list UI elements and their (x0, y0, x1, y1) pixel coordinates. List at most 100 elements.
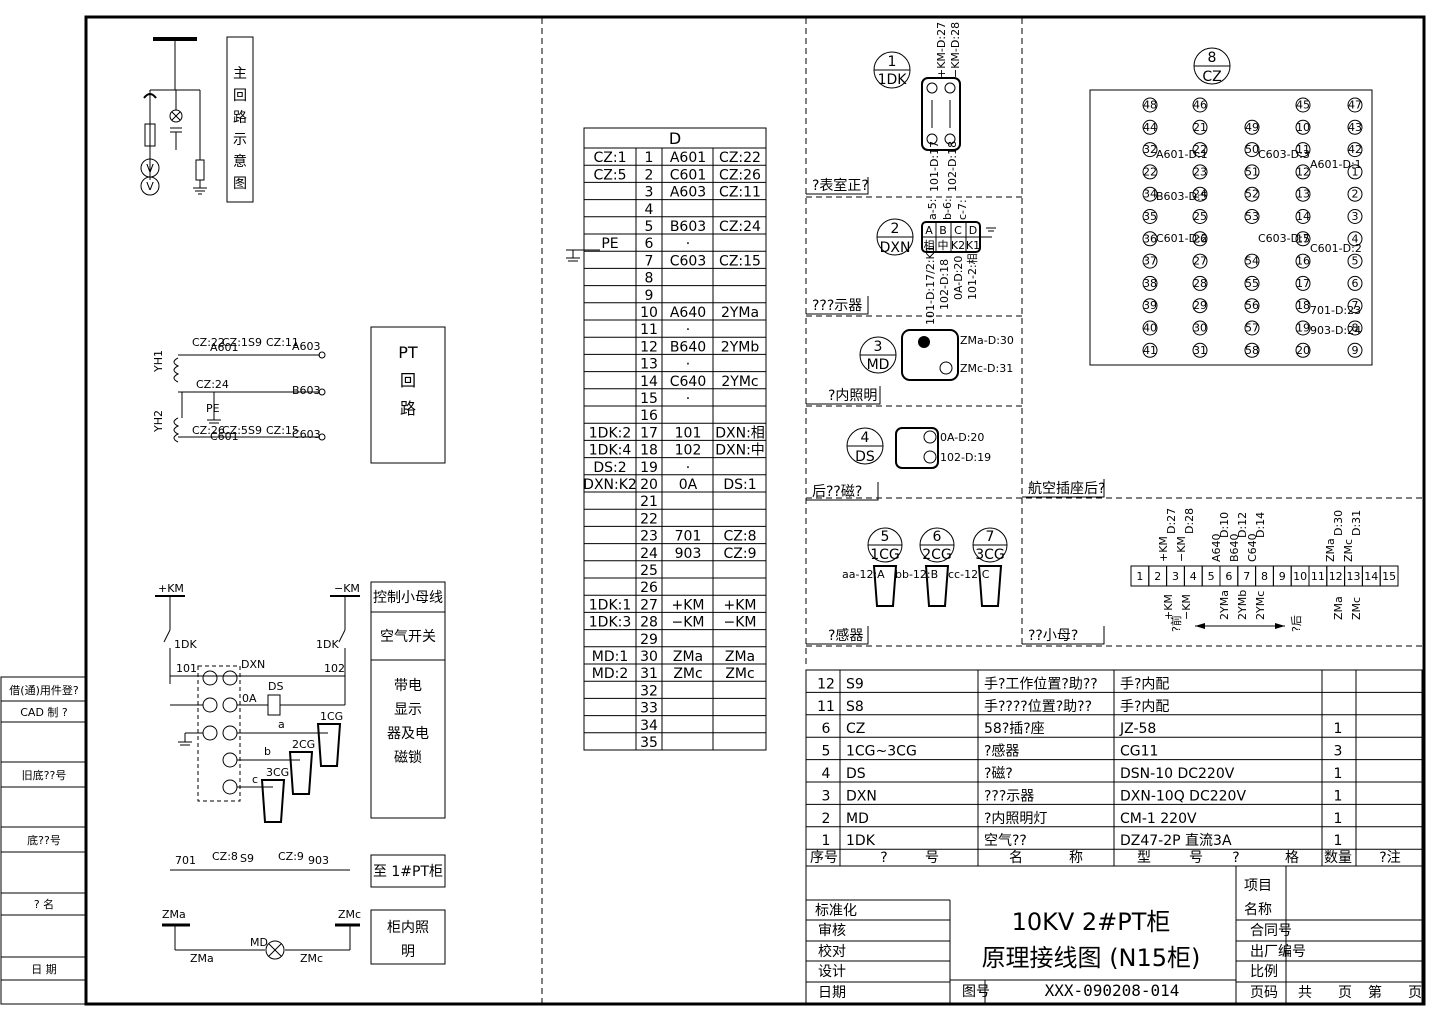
cz-pin-45 (1295, 97, 1311, 113)
bom-row-6-col-4: DXN-10Q DC220V (1120, 788, 1246, 804)
bom-row-1-col-3: 手?工作位置?助?? (984, 676, 1098, 692)
drawing-no: XXX-090208-014 (1045, 981, 1180, 1000)
terminal-row-27-col-1: 1DK:1 (589, 597, 632, 613)
minus-km-label: −KM (334, 582, 360, 595)
phase-b-label: b (264, 745, 271, 758)
cz-pin-label-49: 49 (1245, 121, 1259, 134)
terminal-row-23-col-3: 701 (675, 529, 702, 545)
terminal-row-20-col-3: 0A (679, 477, 698, 493)
left-strip: 借(通)用件登? CAD 制 ? 旧底??号 底??号 ? 名 日 期 (0, 676, 87, 1005)
cz-pin-31 (1192, 342, 1208, 358)
cz-pin-label-29: 29 (1193, 299, 1207, 312)
terminal-row-14-col-3: C640 (670, 374, 707, 390)
bom-row-1-col-2: S9 (846, 676, 864, 692)
md-section-label: ?内照明 (828, 388, 877, 404)
terminal-row-30-col-1: MD:1 (592, 649, 628, 665)
strip-bottom-label: −KM (1180, 594, 1193, 620)
dxn-pin-a: A (925, 224, 933, 237)
svg-text:CZ:5: CZ:5 (222, 424, 248, 437)
dk-section-label: ?表室正? (812, 177, 869, 194)
cz-pin-label-31: 31 (1193, 344, 1207, 357)
cz-pin-label-19: 19 (1296, 322, 1310, 335)
terminal-row-2-col-3: C601 (670, 167, 707, 183)
cz-pin-label-13: 13 (1296, 188, 1310, 201)
cz-pin-label-17: 17 (1296, 277, 1310, 290)
cz-wire-tag: 701-D:23 (1310, 304, 1361, 317)
bom-row-3-col-2: CZ (846, 721, 865, 737)
cz-pin-17 (1295, 275, 1311, 291)
terminal-row-1-col-1: CZ:1 (594, 150, 627, 166)
strip-cell-label-14: 14 (1364, 570, 1378, 583)
dxn-wire-4: 101-2:相 (966, 253, 979, 300)
cz-pin-label-7: 7 (1352, 299, 1359, 312)
title-line-2: 原理接线图 (N15柜) (982, 944, 1201, 972)
bom-header-4: 名 (1009, 850, 1023, 866)
cg3-label: 3CG (266, 766, 289, 779)
bom-row-8-col-2: 1DK (846, 833, 876, 849)
terminal-row-2-col-4: CZ:26 (719, 167, 761, 183)
cz-pin-label-50: 50 (1245, 143, 1259, 156)
strip-cell-label-11: 11 (1311, 570, 1325, 583)
bus-section-label: ??小母? (1028, 628, 1078, 644)
terminal-row-31-col-1: MD:2 (592, 666, 628, 682)
dxn-wire-c: c-7: (956, 199, 969, 220)
terminal-row-23-col-4: CZ:8 (724, 529, 757, 545)
cz-pin-26 (1192, 231, 1208, 247)
terminal-row-6-col-1: PE (601, 236, 618, 252)
strip-bottom-label: ZMa (1332, 596, 1345, 620)
terminal-row-15-col-3: · (686, 391, 690, 407)
cz-pin-label-43: 43 (1348, 121, 1362, 134)
svg-text:A603: A603 (292, 340, 321, 353)
dk-wire-4: 102-D:18 (946, 141, 959, 192)
bom-row-3-col-1: 6 (822, 721, 831, 737)
cz-wire-tag: C601-D:2 (1310, 242, 1362, 255)
cg2-label: 2CG (292, 738, 315, 751)
svg-text:S9: S9 (248, 336, 262, 349)
cz-pin-23 (1192, 164, 1208, 180)
cz-pin-30 (1192, 320, 1208, 336)
terminal-row-34-col-2: 34 (640, 718, 658, 734)
md-wire-2: ZMc-D:31 (960, 362, 1013, 375)
cz-pin-label-47: 47 (1348, 99, 1362, 112)
strip-ref-label: D:28 (1183, 508, 1196, 534)
cz-pin-12 (1295, 164, 1311, 180)
title-block: 标准化 审核 校对 设计 日期 10KV 2#PT柜 原理接线图 (N15柜) … (805, 865, 1423, 1004)
bom-row-5-col-2: DS (846, 766, 866, 782)
cz-pin-43 (1347, 119, 1363, 135)
strip-bottom-label: 2YMb (1236, 590, 1249, 620)
svg-text:CZ:15: CZ:15 (266, 424, 299, 437)
main-circuit-title: 主回路示意图 (233, 66, 247, 192)
ds-section-label: 后??磁? (812, 484, 862, 500)
cz-pin-58 (1244, 342, 1260, 358)
strip-label-2: CAD 制 ? (20, 706, 68, 719)
terminal-row-12-col-4: 2YMb (721, 339, 760, 355)
cz-pin-34 (1142, 186, 1158, 202)
dk-label-right: 1DK (316, 638, 339, 651)
cz-pin-40 (1142, 320, 1158, 336)
strip-ref-label: D:27 (1165, 508, 1178, 534)
cg-section-label: ?感器 (828, 627, 863, 644)
terminal-row-23-col-2: 23 (640, 529, 658, 545)
cz-wire-tag: 903-D:24 (1310, 324, 1361, 337)
cz-pin-label-8: 8 (1352, 322, 1359, 335)
bom-row-6-col-5: 1 (1334, 788, 1343, 804)
terminal-row-26-col-2: 26 (640, 580, 658, 596)
bom-header-2: ? (880, 850, 887, 866)
device-dxn: 2 DXN A B C D 相 中 K2 K1 a-5: b-6: c-7: 1… (806, 198, 996, 325)
terminal-row-27-col-3: +KM (672, 597, 705, 613)
cz8-label: CZ:8 (212, 850, 238, 863)
dxn-wire-a: a-5: (926, 199, 939, 220)
svg-text:PE: PE (206, 402, 220, 415)
terminal-row-21-col-2: 21 (640, 494, 658, 510)
dxn-wire-1: 101-D:17/2:K1 (924, 245, 937, 325)
bom-row-7-col-1: 2 (822, 811, 831, 827)
device-1dk: 1 1DK +KM-D:27 −KM-D:28 101-D:17 102-D:1… (806, 22, 962, 195)
cz-pin-label-22: 22 (1193, 143, 1207, 156)
dk-label-left: 1DK (174, 638, 197, 651)
node-903: 903 (308, 854, 329, 867)
dk-num: 1 (888, 54, 897, 70)
cz9-label: CZ:9 (278, 850, 304, 863)
